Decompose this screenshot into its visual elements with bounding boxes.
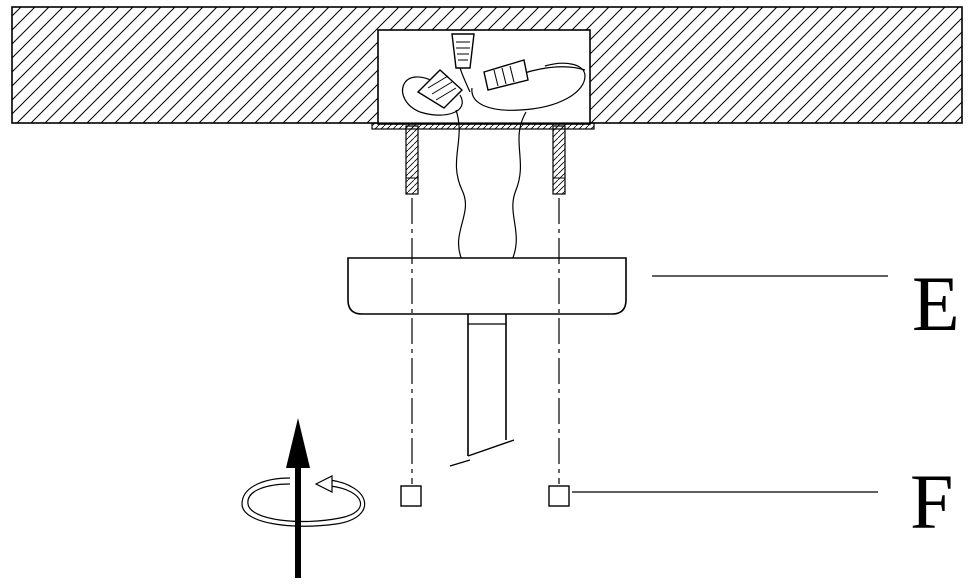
wire-nut-right — [483, 59, 529, 91]
fastener-right — [548, 485, 570, 507]
canopy — [347, 257, 627, 315]
callout-label-e: E — [912, 260, 960, 347]
rotate-arrow-icon — [241, 475, 366, 527]
callout-label-f: F — [910, 458, 953, 545]
screw-right — [552, 125, 566, 195]
downrod — [449, 314, 515, 467]
hanging-wires — [455, 109, 527, 261]
wire-nut-left — [416, 69, 464, 109]
junction-box — [371, 29, 595, 130]
alignment-centerlines — [411, 198, 560, 484]
screw-left — [405, 125, 419, 195]
fastener-left — [400, 485, 422, 507]
up-arrow-icon — [286, 418, 310, 578]
wire-nut-center — [451, 33, 475, 69]
